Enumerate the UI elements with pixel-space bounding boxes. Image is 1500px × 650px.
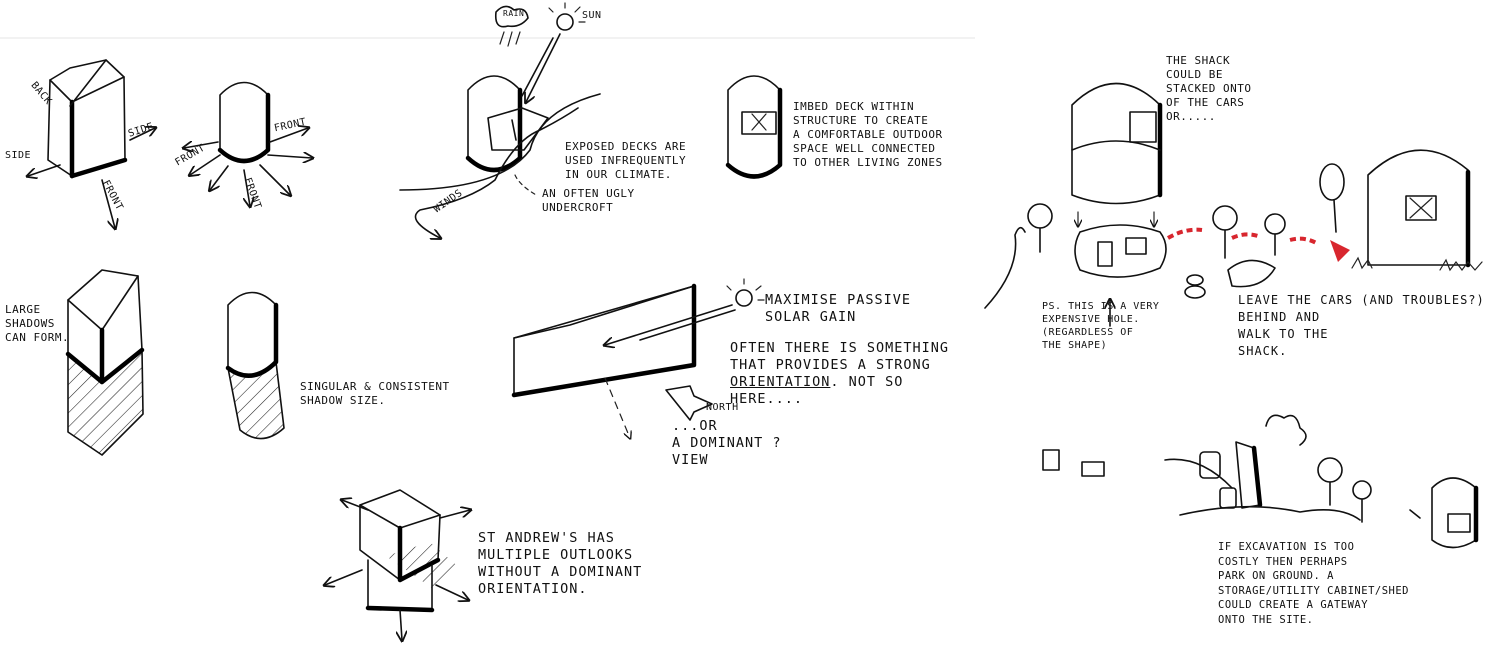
stacked-box-sketch bbox=[325, 489, 470, 640]
imbed-deck-note: IMBED DECK WITHIN STRUCTURE TO CREATE A … bbox=[793, 100, 943, 169]
expensive-hole-note: PS. THIS IS A VERY EXPENSIVE HOLE. (REGA… bbox=[1042, 301, 1160, 351]
shack-stacked-note: THE SHACK COULD BE STACKED ONTO OF THE C… bbox=[1166, 54, 1252, 123]
dominant-view-note: ...OR A DOMINANT ? VIEW bbox=[672, 418, 782, 468]
leave-cars-note: LEAVE THE CARS (AND TROUBLES?) BEHIND AN… bbox=[1238, 293, 1485, 358]
rain-label: RAIN bbox=[503, 9, 525, 18]
walk-to-shack-sketch bbox=[1166, 149, 1483, 299]
st-andrews-note: ST ANDREW'S HAS MULTIPLE OUTLOOKS WITHOU… bbox=[478, 530, 643, 597]
undercroft-note: AN OFTEN UGLY UNDERCROFT bbox=[542, 187, 635, 214]
park-on-ground-sketch bbox=[1042, 414, 1479, 549]
singular-shadow-note: SINGULAR & CONSISTENT SHADOW SIZE. bbox=[300, 380, 450, 407]
exposed-deck-sketch bbox=[399, 2, 601, 238]
exposed-decks-note: EXPOSED DECKS ARE USED INFREQUENTLY IN O… bbox=[565, 140, 687, 181]
shack-over-cars-sketch bbox=[984, 82, 1167, 327]
sun-label: SUN bbox=[582, 10, 602, 21]
cube-orientation-sketch bbox=[28, 59, 155, 228]
north-label: NORTH bbox=[706, 402, 739, 413]
imbedded-deck-sketch bbox=[725, 75, 783, 179]
passive-solar-sketch bbox=[511, 278, 765, 438]
orientation-emphasis: ORIENTATION bbox=[730, 374, 831, 390]
passive-solar-note: MAXIMISE PASSIVE SOLAR GAIN bbox=[765, 292, 912, 325]
excavation-note: IF EXCAVATION IS TOO COSTLY THEN PERHAPS… bbox=[1218, 541, 1410, 626]
cube-shadow-sketch bbox=[65, 269, 145, 456]
large-shadows-note: LARGE SHADOWS CAN FORM. bbox=[5, 303, 70, 344]
orientation-note-end: . NOT SO HERE.... bbox=[730, 374, 904, 407]
orientation-note-start: OFTEN THERE IS SOMETHING THAT PROVIDES A… bbox=[730, 340, 950, 373]
cylinder-shadow-sketch bbox=[225, 291, 285, 440]
cylinder-orientation-sketch bbox=[184, 81, 312, 207]
side-left-label: SIDE bbox=[5, 150, 32, 161]
orientation-note: OFTEN THERE IS SOMETHING THAT PROVIDES A… bbox=[730, 340, 949, 408]
